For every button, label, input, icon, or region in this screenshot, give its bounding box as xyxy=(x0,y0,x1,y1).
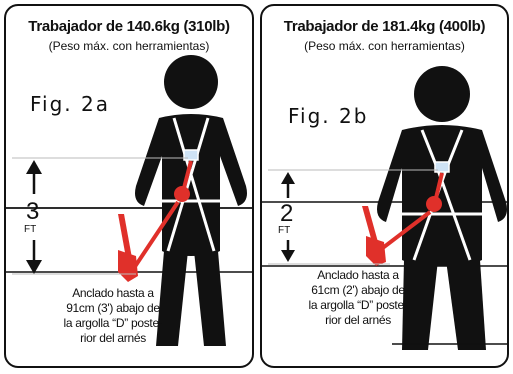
anchor-note-line: 91cm (3') abajo de xyxy=(66,301,160,315)
figure-label: Fig. 2a xyxy=(30,92,110,116)
distance-unit: FT xyxy=(24,224,37,235)
worker-silhouette xyxy=(135,55,247,346)
worker-weight-title: Trabajador de 181.4kg (400lb) xyxy=(283,18,486,35)
weight-note: (Peso máx. con herramientas) xyxy=(48,39,210,53)
worker-silhouette xyxy=(377,66,507,350)
anchor-note-line: Anclado hasta a xyxy=(317,268,399,282)
distance-value: 2 xyxy=(280,200,294,227)
d-ring xyxy=(183,149,199,161)
figure-2b-panel: Trabajador de 181.4kg (400lb) (Peso máx.… xyxy=(260,4,509,368)
figure-2a-illustration xyxy=(6,55,252,346)
anchor-note-line: rior del arnés xyxy=(325,313,391,327)
weight-note: (Peso máx. con herramientas) xyxy=(304,39,465,53)
anchor-note-line: Anclado hasta a xyxy=(72,286,154,300)
figure-2a-panel: Trabajador de 140.6kg (310lb) (Peso máx.… xyxy=(4,4,254,368)
anchor-note-line: la argolla “D” poste- xyxy=(63,316,163,330)
anchor-note-line: rior del arnés xyxy=(80,331,146,345)
distance-arrow xyxy=(26,160,42,274)
anchor-note-line: 61cm (2') abajo de xyxy=(311,283,405,297)
d-ring xyxy=(434,161,450,173)
figure-label: Fig. 2b xyxy=(288,104,369,128)
distance-arrow xyxy=(281,172,295,262)
distance-unit: FT xyxy=(278,225,291,236)
worker-weight-title: Trabajador de 140.6kg (310lb) xyxy=(28,18,230,35)
lanyard xyxy=(362,172,444,266)
figure-2b-illustration xyxy=(262,66,507,350)
distance-value: 3 xyxy=(26,198,40,225)
anchor-note-line: la argolla “D” poste- xyxy=(308,298,408,312)
anchor-note: Anclado hasta a 61cm (2') abajo de la ar… xyxy=(278,268,438,328)
anchor-note: Anclado hasta a 91cm (3') abajo de la ar… xyxy=(28,286,198,346)
